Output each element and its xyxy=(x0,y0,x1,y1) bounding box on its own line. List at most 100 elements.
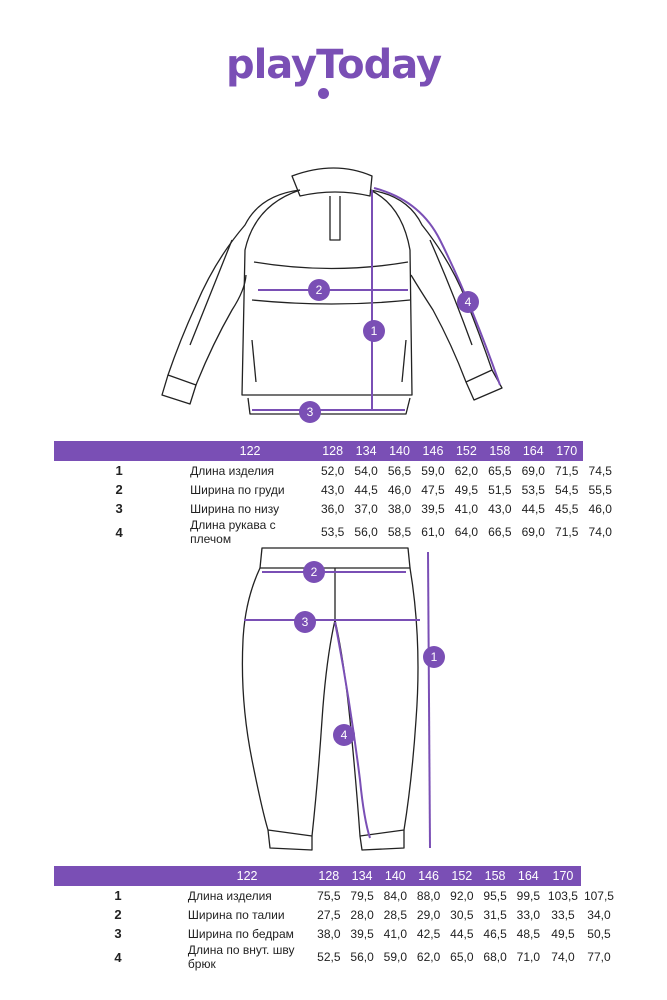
size-cell: 134 xyxy=(355,444,377,458)
measurement-cell: 33,5 xyxy=(551,907,575,922)
measurement-cell: 55,5 xyxy=(588,482,612,497)
marker-3-text: 3 xyxy=(307,405,314,419)
left-sleeve-stripe xyxy=(189,239,233,346)
sweatshirt-left-sleeve xyxy=(167,189,301,386)
measurement-cell: 27,5 xyxy=(317,907,341,922)
row-number: 1 xyxy=(114,888,122,903)
measurement-cell: 42,5 xyxy=(416,926,441,941)
measurement-cell: 44,5 xyxy=(521,501,545,516)
right-sleeve-stripe xyxy=(429,239,473,346)
left-cuff xyxy=(161,374,197,405)
measurement-cell: 84,0 xyxy=(383,888,408,903)
measurement-cell: 62,0 xyxy=(416,950,441,964)
size-cell: 170 xyxy=(552,869,574,883)
measurement-cell: 58,5 xyxy=(387,525,412,539)
measurement-cell: 46,5 xyxy=(483,926,507,941)
pants-legs xyxy=(241,567,419,837)
size-header-row: 122 128 134 140 146 152 158 164 170 xyxy=(54,441,617,461)
left-pocket xyxy=(251,339,257,383)
sweatshirt-drawing: 1 2 3 4 xyxy=(161,167,503,423)
measurement-cell: 41,0 xyxy=(454,501,479,516)
marker-3-circle xyxy=(294,611,316,633)
size-cell: 152 xyxy=(455,444,477,458)
header-blank xyxy=(54,441,184,461)
measurement-cell: 45,5 xyxy=(555,501,579,516)
measurement-cell: 49,5 xyxy=(454,482,479,497)
size-cell: 146 xyxy=(422,444,444,458)
measurement-cell: 103,5 xyxy=(547,888,578,903)
logo-dot xyxy=(318,88,329,99)
marker-2-circle xyxy=(303,561,325,583)
marker-1-text: 1 xyxy=(431,650,438,664)
row-label: Длина изделия xyxy=(190,463,275,478)
size-cell: 164 xyxy=(522,444,544,458)
measurement-cell: 49,5 xyxy=(551,926,575,941)
sweatshirt-body xyxy=(241,189,413,396)
measurement-cell: 43,0 xyxy=(488,501,512,516)
measurement-cell: 56,5 xyxy=(387,463,412,478)
measurement-cell: 95,5 xyxy=(483,888,507,903)
marker-2-text: 2 xyxy=(316,283,323,297)
measurement-cell: 69,0 xyxy=(521,463,545,478)
marker-1-text: 1 xyxy=(371,324,378,338)
measurement-cell: 54,0 xyxy=(354,463,378,478)
sweatshirt-right-sleeve xyxy=(369,189,493,383)
measurement-cell: 48,5 xyxy=(516,926,541,941)
measurement-cell: 61,0 xyxy=(421,525,445,539)
measurement-cell: 38,0 xyxy=(387,501,412,516)
measurement-cell: 33,0 xyxy=(516,907,541,922)
measurement-cell: 41,0 xyxy=(383,926,408,941)
size-cell: 164 xyxy=(517,869,539,883)
size-cell: 128 xyxy=(322,444,344,458)
marker-4-circle xyxy=(457,291,479,313)
marker-2-text: 2 xyxy=(311,565,318,579)
measurement-cell: 74,0 xyxy=(588,525,612,539)
row-number: 4 xyxy=(115,524,123,540)
measurement-cell: 30,5 xyxy=(450,907,474,922)
row-number: 4 xyxy=(114,949,122,965)
measurement-cell: 34,0 xyxy=(587,907,611,922)
measurement-cell: 53,5 xyxy=(320,525,345,539)
measurement-cell: 71,0 xyxy=(516,950,541,964)
measurement-cell: 36,0 xyxy=(320,501,345,516)
measurement-cell: 43,0 xyxy=(320,482,345,497)
measurement-cell: 68,0 xyxy=(483,950,507,964)
row-label: Длина по внут. шву брюк xyxy=(187,943,295,971)
size-cell: 122 xyxy=(239,444,261,458)
brand-name: playToday xyxy=(225,42,442,88)
size-cell: 170 xyxy=(556,444,578,458)
measurement-cell: 56,0 xyxy=(354,525,378,539)
row-label: Ширина по низу xyxy=(190,501,280,516)
measurement-cell: 44,5 xyxy=(450,926,474,941)
measure-inseam-line xyxy=(334,621,371,839)
measurement-cell: 39,5 xyxy=(350,926,374,941)
row-number: 2 xyxy=(114,907,122,922)
measurement-cell: 50,5 xyxy=(587,926,611,941)
measurement-cell: 28,5 xyxy=(383,907,408,922)
row-number: 3 xyxy=(114,926,122,941)
row-label: Ширина по груди xyxy=(190,482,285,497)
measurement-cell: 64,0 xyxy=(454,525,479,539)
marker-4-text: 4 xyxy=(465,295,472,309)
measurement-cell: 75,5 xyxy=(317,888,341,903)
pants-waistband xyxy=(259,547,411,569)
measurement-cell: 46,0 xyxy=(387,482,412,497)
yoke-seam-bottom xyxy=(251,299,411,305)
measurement-cell: 52,0 xyxy=(320,463,345,478)
measurement-cell: 92,0 xyxy=(450,888,474,903)
marker-4-text: 4 xyxy=(341,728,348,742)
measurement-cell: 54,5 xyxy=(555,482,579,497)
measurement-cell: 56,0 xyxy=(350,950,374,964)
measurement-cell: 37,0 xyxy=(354,501,378,516)
measurement-cell: 39,5 xyxy=(421,501,445,516)
right-pocket xyxy=(401,339,407,383)
measurement-cell: 77,0 xyxy=(587,950,611,964)
measurement-cell: 38,0 xyxy=(317,926,341,941)
row-label: Ширина по талии xyxy=(187,907,285,922)
